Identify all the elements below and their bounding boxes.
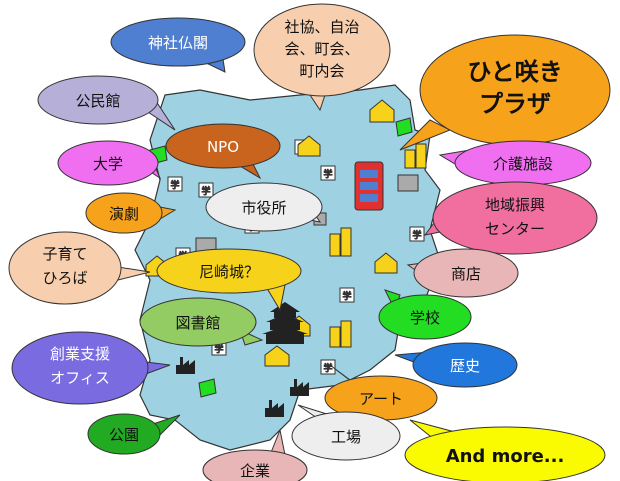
bubble-label: 公民館 bbox=[75, 92, 120, 110]
school-mark-label: 学 bbox=[201, 185, 210, 197]
bubble-label: 工場 bbox=[331, 428, 361, 446]
bubble-castle: 尼崎城？ bbox=[156, 248, 302, 312]
bubble-kominkan: 公民館 bbox=[37, 75, 176, 131]
bubble-label: 創業支援オフィス bbox=[50, 345, 110, 387]
bubble-label: 歴史 bbox=[450, 357, 480, 375]
bubble-label: 地域振興センター bbox=[485, 196, 545, 238]
bubble-shrine: 神社仏閣 bbox=[110, 17, 246, 73]
bubble-association: 社協、自治会、町会、町内会 bbox=[253, 3, 391, 112]
bubble-kids: 子育てひろば bbox=[8, 231, 151, 305]
plaza-building-icon bbox=[354, 161, 384, 211]
school-marker bbox=[320, 165, 336, 181]
bubble-label: 演劇 bbox=[109, 205, 139, 223]
bubble-npo: NPO bbox=[165, 123, 281, 180]
bubble-label: 尼崎城？ bbox=[199, 263, 259, 281]
bubble-label: 企業 bbox=[240, 462, 270, 480]
bubble-label: 商店 bbox=[451, 265, 481, 283]
bubble-history: 歴史 bbox=[394, 342, 518, 388]
bubble-art: アート bbox=[324, 364, 438, 421]
bubble-and-more: And more... bbox=[404, 419, 606, 481]
bubble-label: NPO bbox=[207, 138, 239, 156]
school-mark-label: 学 bbox=[412, 229, 421, 241]
school-mark-label: 学 bbox=[323, 362, 332, 374]
bubble-shop: 商店 bbox=[406, 248, 519, 298]
bubble-label: 市役所 bbox=[241, 199, 286, 217]
bubble-label: アート bbox=[359, 390, 403, 408]
school-mark-label: 学 bbox=[323, 168, 332, 180]
school-mark-label: 学 bbox=[170, 179, 179, 191]
school-mark-label: 学 bbox=[342, 290, 351, 302]
school-marker bbox=[167, 176, 183, 192]
bubble-label: 大学 bbox=[93, 155, 123, 173]
bubble-factory: 工場 bbox=[291, 404, 401, 461]
bubble-label: 社協、自治会、町会、町内会 bbox=[284, 18, 359, 80]
bubble-university: 大学 bbox=[57, 140, 162, 186]
bubble-startup: 創業支援オフィス bbox=[11, 331, 171, 405]
school-mark-label: 学 bbox=[214, 343, 223, 355]
bubble-label: 子育てひろば bbox=[42, 245, 87, 287]
school-marker bbox=[198, 182, 214, 198]
bubble-label: 介護施設 bbox=[493, 155, 553, 173]
bubble-regional: 地域振興センター bbox=[423, 181, 598, 255]
center-label: ひと咲きプラザ bbox=[467, 58, 562, 118]
school-marker bbox=[320, 359, 336, 375]
bubble-theater: 演劇 bbox=[85, 192, 177, 234]
school-marker bbox=[409, 226, 425, 242]
bubble-library: 図書館 bbox=[139, 297, 264, 347]
bubble-center-plaza: ひと咲きプラザ bbox=[399, 34, 611, 151]
building-icons bbox=[329, 143, 427, 348]
bubble-school: 学校 bbox=[378, 289, 472, 340]
bubble-label: 神社仏閣 bbox=[148, 34, 208, 52]
bubble-company: 企業 bbox=[202, 428, 308, 481]
factory-icons bbox=[176, 357, 309, 417]
bubble-label: 学校 bbox=[410, 309, 440, 327]
bubble-care: 介護施設 bbox=[438, 140, 592, 186]
bubble-park: 公園 bbox=[87, 413, 181, 455]
school-marker bbox=[339, 287, 355, 303]
bubble-label: And more... bbox=[446, 446, 565, 467]
bubble-label: 公園 bbox=[109, 426, 139, 444]
castle-icon bbox=[262, 302, 308, 344]
bubble-label: 図書館 bbox=[175, 314, 220, 332]
bubble-cityhall: 市役所 bbox=[205, 182, 323, 232]
